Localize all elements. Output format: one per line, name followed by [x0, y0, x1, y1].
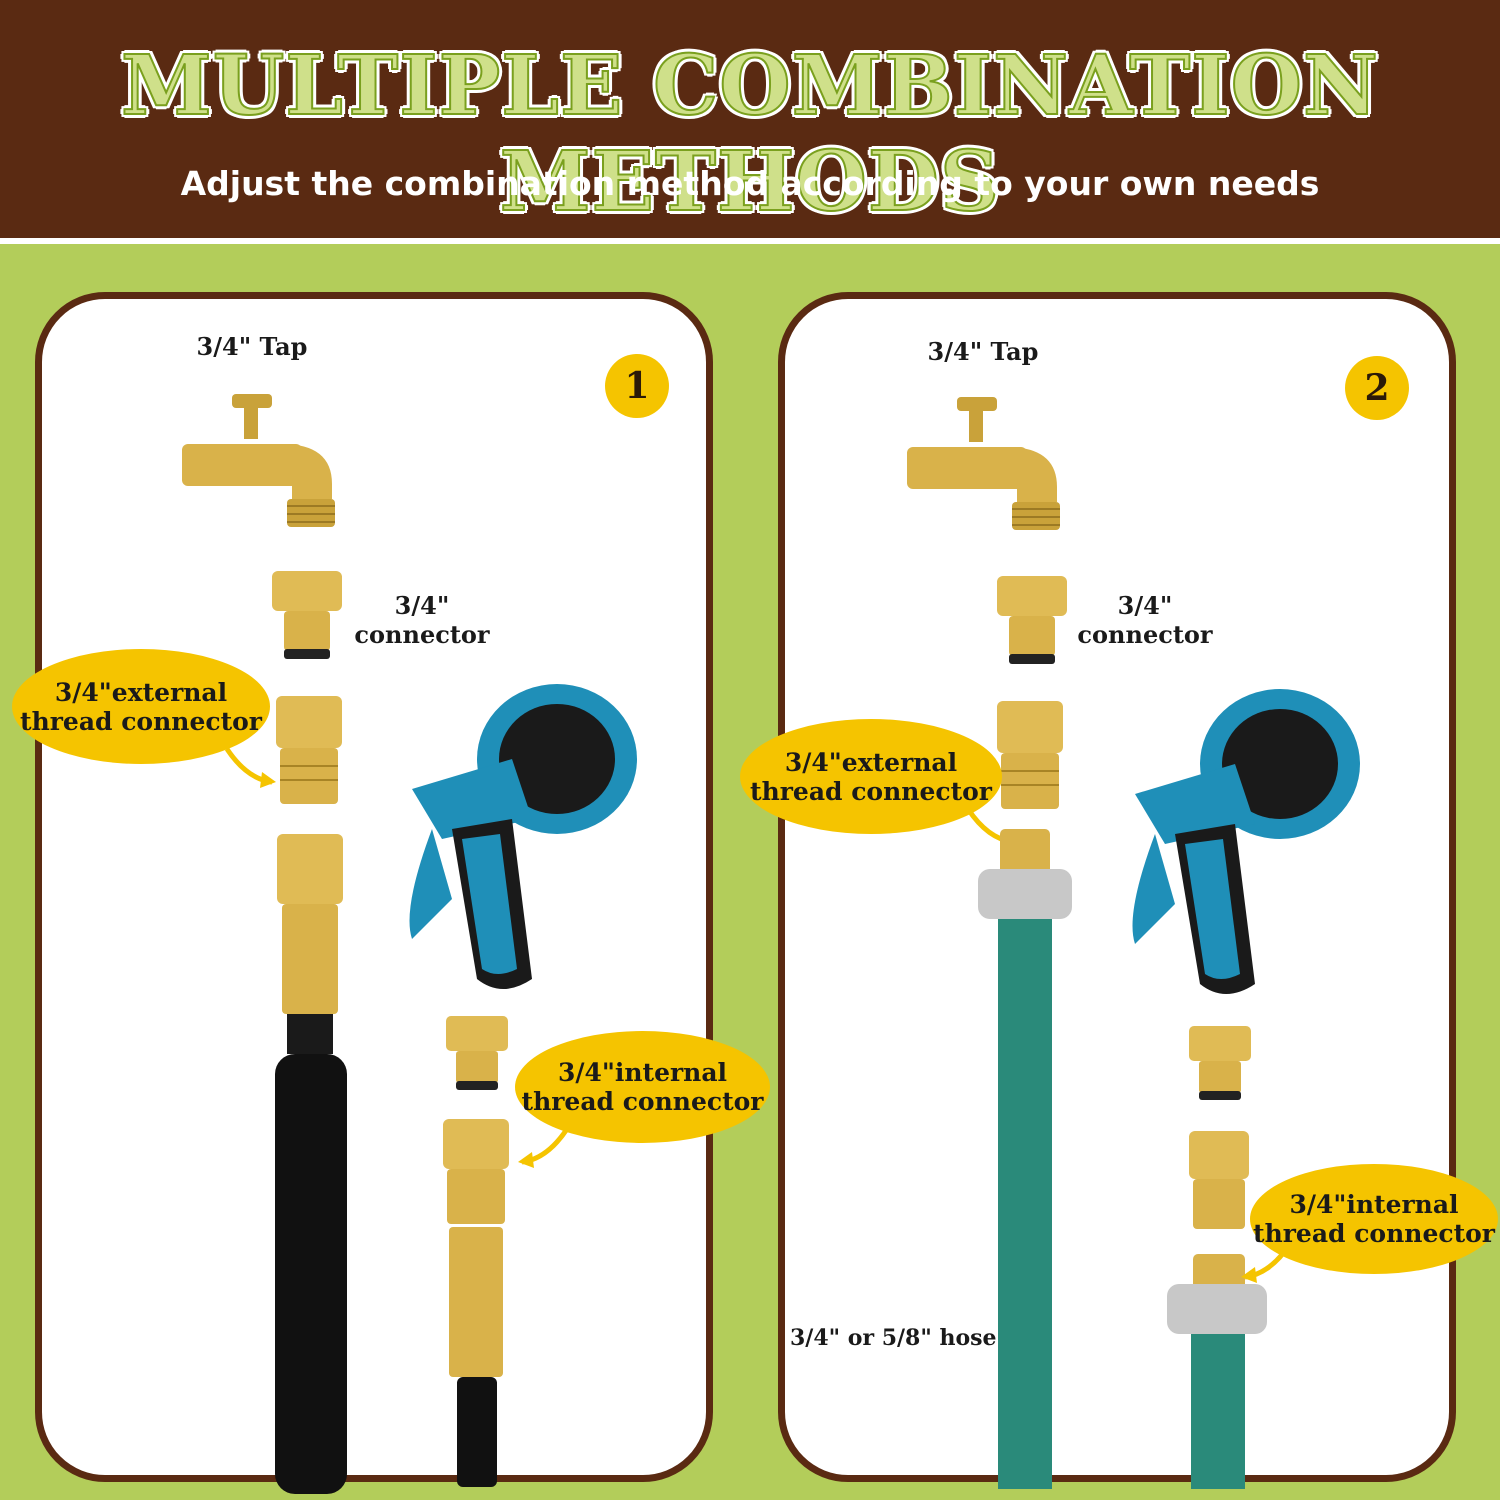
garden-hose-illustration	[978, 829, 1072, 1489]
hose-label: 3/4" or 5/8" hose	[790, 1325, 997, 1351]
header-banner: MULTIPLE COMBINATION METHODS Adjust the …	[0, 0, 1500, 244]
internal-connector-illustration	[443, 1119, 509, 1487]
adapter-illustration	[1189, 1026, 1251, 1100]
connector-label: 3/4" connector	[354, 591, 490, 649]
subtitle: Adjust the combination method according …	[180, 164, 1320, 203]
internal-connector-bubble: 3/4"internal thread connector	[1250, 1164, 1498, 1274]
adapter-illustration	[446, 1016, 508, 1090]
spray-nozzle-illustration	[409, 684, 637, 989]
method-number-badge: 1	[605, 354, 669, 418]
panel-method-2: 2 3/4" Tap 3/4" connector 3/4"external t…	[740, 292, 1498, 1489]
method-number-badge: 2	[1345, 356, 1409, 420]
external-connector-illustration	[276, 696, 342, 804]
arrow-icon	[1241, 1242, 1293, 1283]
connector-label: 3/4" connector	[1077, 591, 1213, 649]
connector-illustration	[272, 571, 342, 659]
headline: MULTIPLE COMBINATION METHODS	[120, 37, 1379, 231]
tap-label: 3/4" Tap	[196, 332, 308, 361]
internal-connector-illustration	[1167, 1131, 1267, 1489]
expandable-hose-illustration	[275, 834, 347, 1494]
tap-illustration	[182, 394, 335, 527]
tap-label: 3/4" Tap	[927, 337, 1039, 366]
external-connector-bubble: 3/4"external thread connector	[12, 649, 270, 764]
internal-connector-bubble: 3/4"internal thread connector	[515, 1031, 770, 1143]
panel-method-1: 1 3/4" Tap 3/4" connector 3/4"external t…	[12, 292, 770, 1494]
spray-nozzle-illustration	[1132, 689, 1360, 994]
external-connector-bubble: 3/4"external thread connector	[740, 719, 1002, 834]
connector-illustration	[997, 576, 1067, 664]
arrow-icon	[224, 747, 276, 788]
arrow-icon	[518, 1127, 570, 1168]
tap-illustration	[907, 397, 1060, 530]
external-connector-illustration	[997, 701, 1063, 809]
